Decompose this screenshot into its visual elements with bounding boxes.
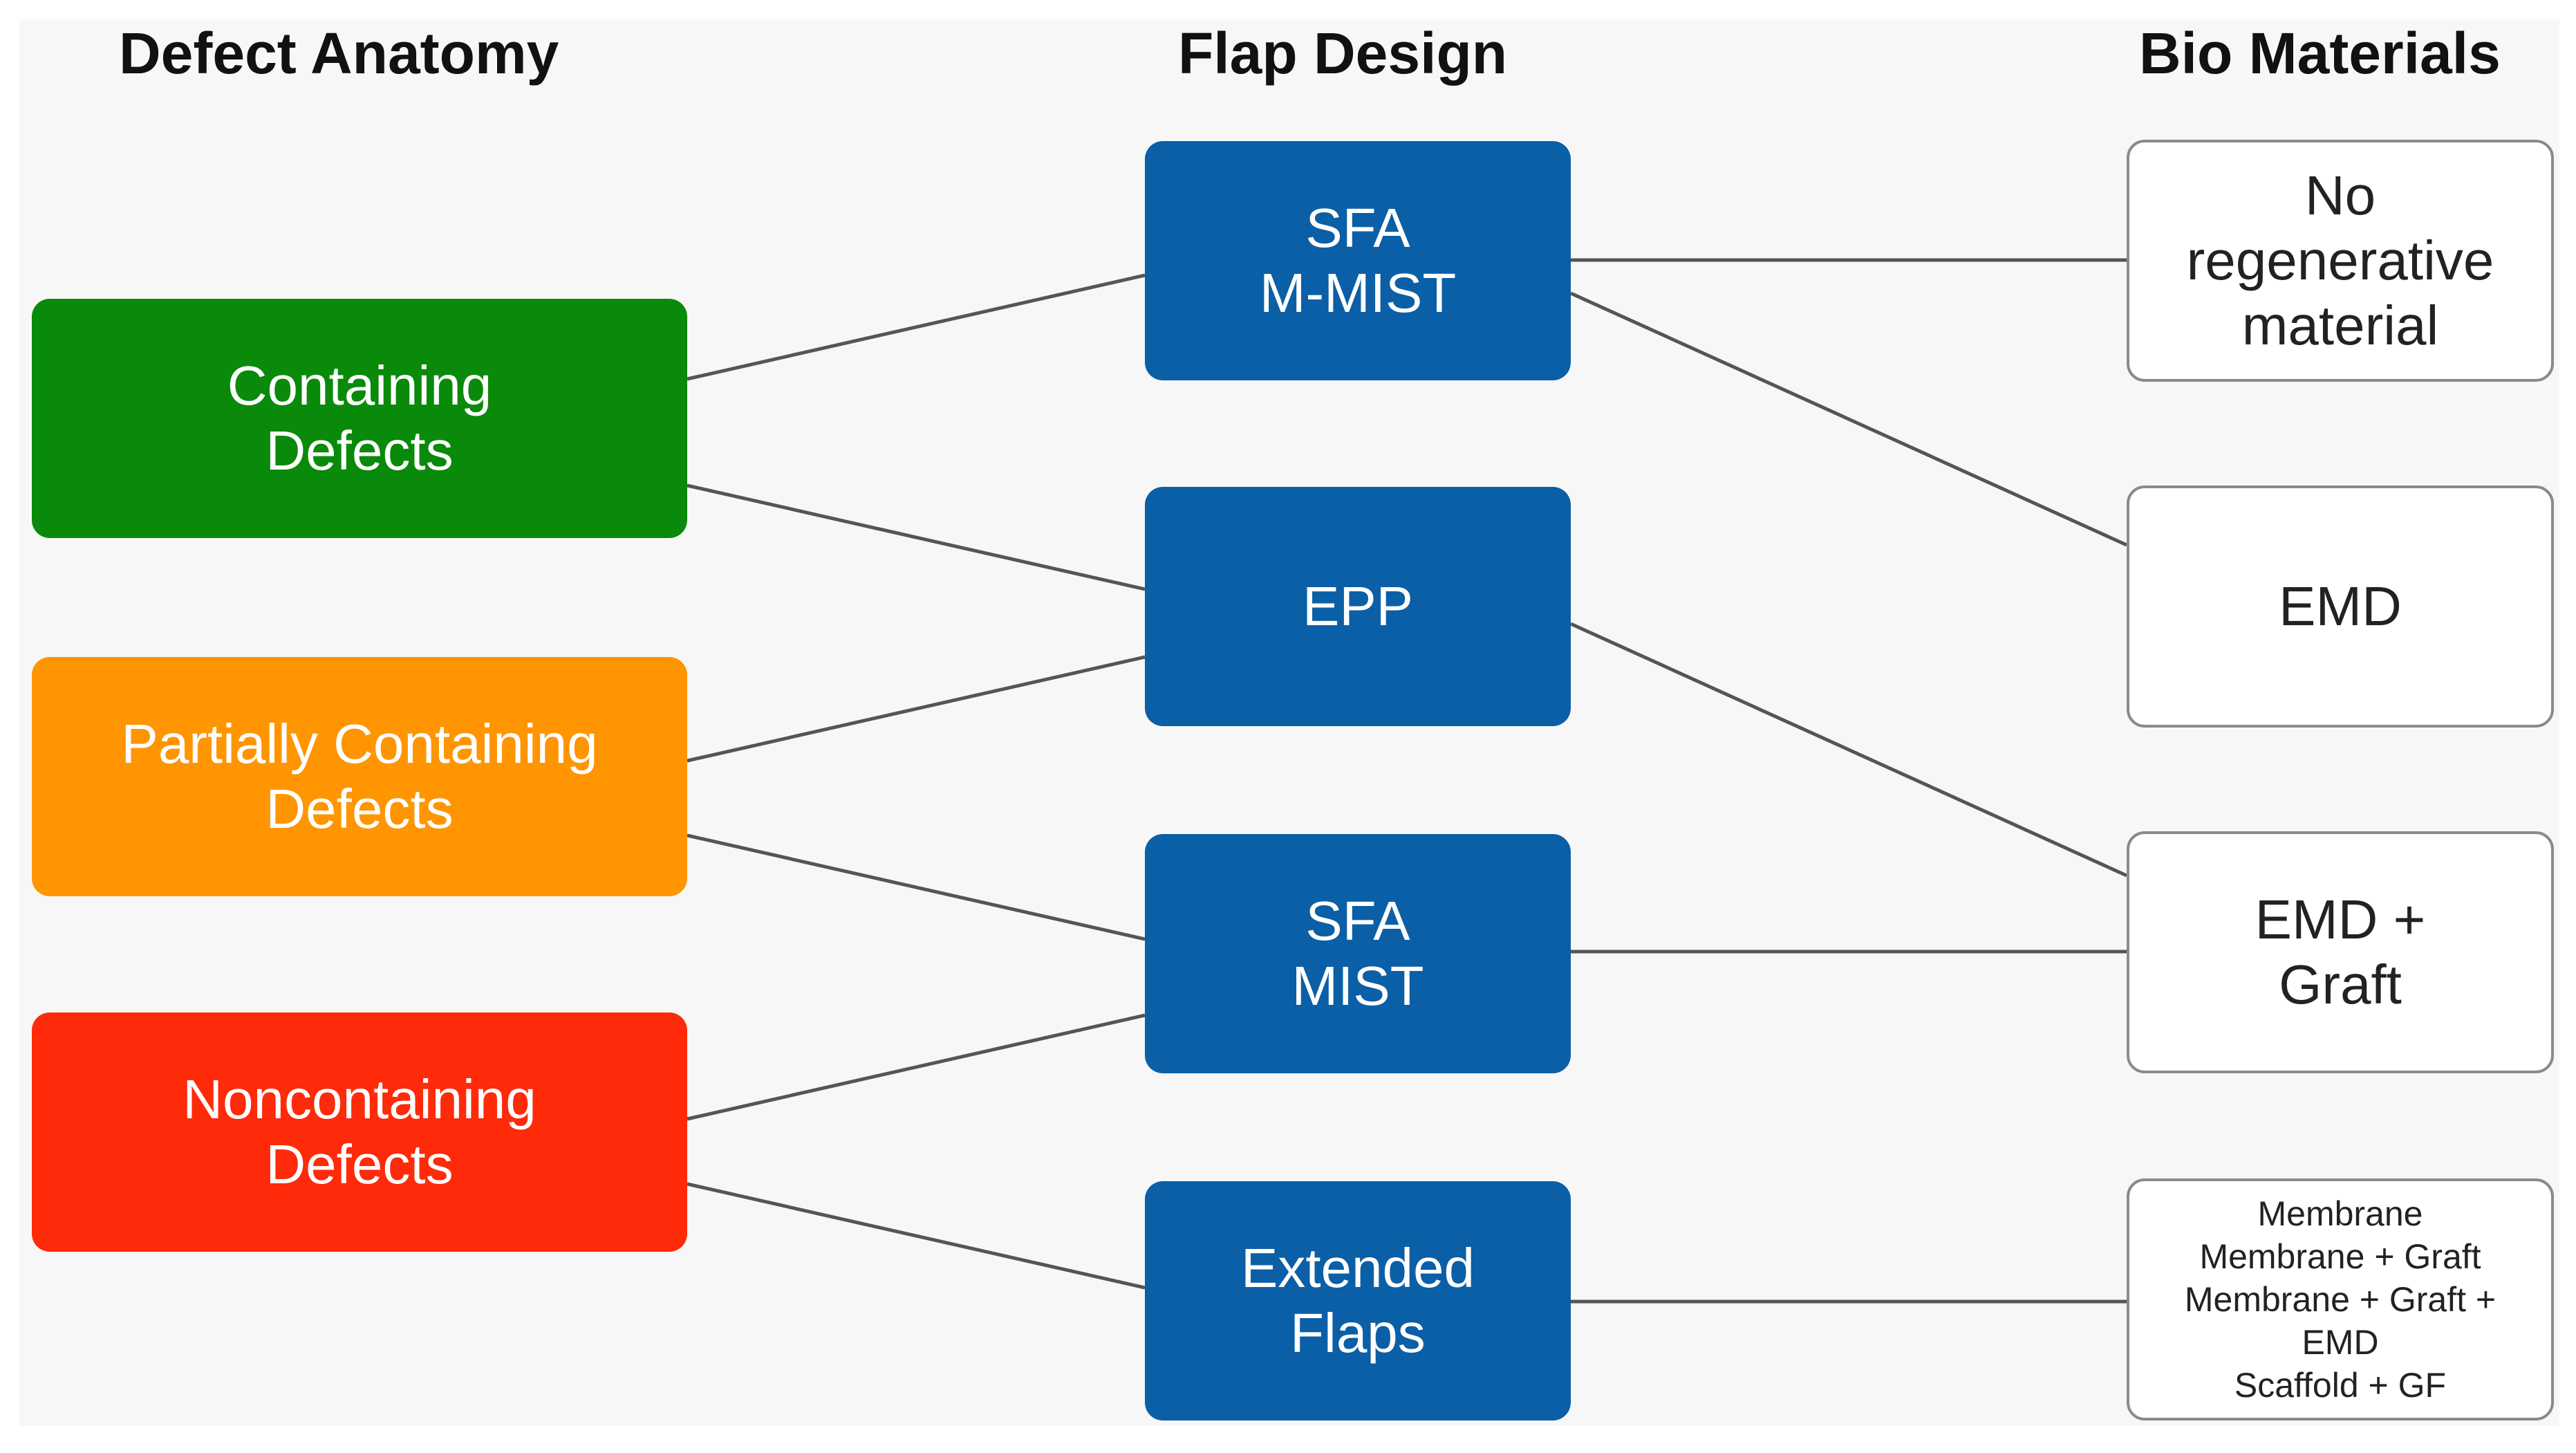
link-epp-to-emd-graft bbox=[1569, 622, 2128, 878]
link-containing-to-sfa-mmist bbox=[687, 273, 1146, 381]
anatomy-label: Partially Containing Defects bbox=[121, 713, 598, 840]
flap-epp: EPP bbox=[1145, 487, 1571, 726]
header-bio-materials: Bio Materials bbox=[2139, 21, 2501, 86]
bio-label: No regenerative material bbox=[2186, 165, 2494, 356]
bio-label: EMD bbox=[2279, 575, 2402, 637]
link-partial-to-sfa-mist bbox=[687, 833, 1146, 941]
anatomy-noncontaining-defects: Noncontaining Defects bbox=[32, 1012, 687, 1252]
anatomy-containing-defects: Containing Defects bbox=[32, 299, 687, 538]
header-defect-anatomy: Defect Anatomy bbox=[119, 21, 559, 86]
flap-label: SFA MIST bbox=[1291, 890, 1424, 1017]
bio-no-regenerative-material: No regenerative material bbox=[2127, 140, 2554, 382]
link-containing-to-epp bbox=[687, 483, 1146, 591]
link-noncontaining-to-sfa-mist bbox=[687, 1013, 1146, 1121]
anatomy-partially-containing-defects: Partially Containing Defects bbox=[32, 657, 687, 896]
flap-label: Extended Flaps bbox=[1240, 1237, 1475, 1364]
bio-membrane-options: Membrane Membrane + Graft Membrane + Gra… bbox=[2127, 1178, 2554, 1420]
anatomy-label: Noncontaining Defects bbox=[183, 1068, 536, 1195]
bio-emd-graft: EMD + Graft bbox=[2127, 831, 2554, 1073]
flap-extended-flaps: Extended Flaps bbox=[1145, 1181, 1571, 1420]
flap-label: SFA M-MIST bbox=[1259, 197, 1457, 324]
bio-emd: EMD bbox=[2127, 485, 2554, 728]
link-partial-to-epp bbox=[687, 655, 1146, 763]
anatomy-label: Containing Defects bbox=[227, 355, 492, 481]
link-noncontaining-to-extended bbox=[687, 1182, 1146, 1290]
bio-label: Membrane Membrane + Graft Membrane + Gra… bbox=[2184, 1194, 2496, 1405]
bio-label: EMD + Graft bbox=[2255, 889, 2426, 1015]
flap-sfa-mmist: SFA M-MIST bbox=[1145, 141, 1571, 380]
header-flap-design: Flap Design bbox=[1178, 21, 1508, 86]
flap-sfa-mist: SFA MIST bbox=[1145, 834, 1571, 1073]
link-sfa-mmist-to-emd bbox=[1569, 291, 2128, 547]
flap-label: EPP bbox=[1302, 575, 1414, 637]
